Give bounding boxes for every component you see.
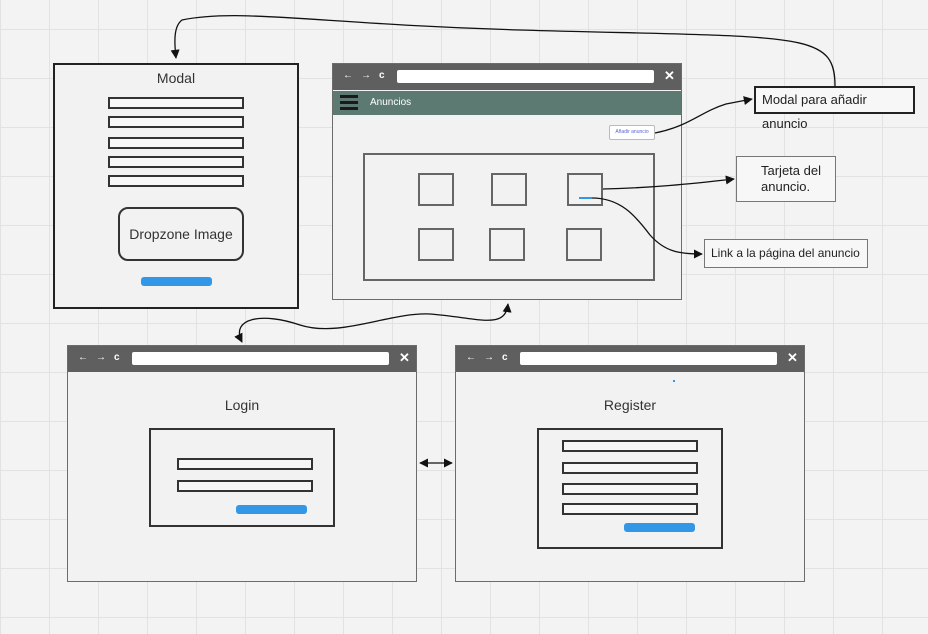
- arrow-addbutton-to-callout: [654, 96, 753, 134]
- register-field-2[interactable]: [562, 462, 698, 474]
- register-title: Register: [603, 397, 657, 413]
- anuncios-grid: [363, 153, 655, 281]
- anuncio-card[interactable]: [489, 228, 525, 261]
- stray-dot: [673, 380, 675, 382]
- login-submit-button[interactable]: [236, 505, 307, 514]
- modal-input-5[interactable]: [108, 175, 244, 187]
- register-field-1[interactable]: [562, 440, 698, 452]
- hamburger-menu-icon[interactable]: [340, 95, 358, 111]
- add-anuncio-button[interactable]: Añadir anuncio: [609, 125, 655, 140]
- address-bar[interactable]: [132, 352, 389, 365]
- modal-input-1[interactable]: [108, 97, 244, 109]
- callout-card: Tarjeta del anuncio.: [736, 156, 836, 202]
- login-username-field[interactable]: [177, 458, 313, 470]
- anuncio-card[interactable]: [566, 228, 602, 261]
- close-icon[interactable]: ✕: [399, 350, 410, 365]
- register-field-3[interactable]: [562, 483, 698, 495]
- anuncio-card[interactable]: [418, 173, 454, 206]
- register-submit-button[interactable]: [624, 523, 695, 532]
- register-field-4[interactable]: [562, 503, 698, 515]
- arrow-link-to-callout: [591, 197, 703, 259]
- callout-link: Link a la página del anuncio: [704, 239, 868, 268]
- forward-arrow-icon[interactable]: →: [96, 352, 106, 363]
- login-title: Login: [224, 397, 260, 413]
- forward-arrow-icon[interactable]: →: [484, 352, 494, 363]
- arrow-card-to-callout: [602, 175, 735, 190]
- callout-modal-add: Modal para añadir anuncio: [754, 86, 915, 131]
- modal-submit-button[interactable]: [141, 277, 212, 286]
- reload-icon[interactable]: c: [379, 70, 385, 81]
- address-bar[interactable]: [397, 70, 654, 83]
- forward-arrow-icon[interactable]: →: [361, 70, 371, 81]
- modal-input-3[interactable]: [108, 137, 244, 149]
- anuncio-card-link[interactable]: [579, 197, 592, 199]
- reload-icon[interactable]: c: [502, 352, 508, 363]
- browser-toolbar: ← → c ✕: [333, 64, 681, 90]
- close-icon[interactable]: ✕: [664, 68, 675, 83]
- reload-icon[interactable]: c: [114, 352, 120, 363]
- anuncio-card[interactable]: [567, 173, 603, 206]
- back-arrow-icon[interactable]: ←: [466, 352, 476, 363]
- browser-toolbar: ← → c ✕: [456, 346, 804, 372]
- anuncio-card[interactable]: [491, 173, 527, 206]
- dropzone-image[interactable]: Dropzone Image: [118, 207, 244, 261]
- modal-input-2[interactable]: [108, 116, 244, 128]
- back-arrow-icon[interactable]: ←: [78, 352, 88, 363]
- anuncios-header: [333, 91, 681, 115]
- modal-title: Modal: [156, 70, 196, 86]
- anuncio-card[interactable]: [418, 228, 454, 261]
- close-icon[interactable]: ✕: [787, 350, 798, 365]
- modal-input-4[interactable]: [108, 156, 244, 168]
- arrow-callout-to-modal: [170, 15, 836, 87]
- back-arrow-icon[interactable]: ←: [343, 70, 353, 81]
- arrow-modal-anuncios: [234, 303, 512, 343]
- anuncios-header-title: Anuncios: [370, 97, 412, 108]
- login-password-field[interactable]: [177, 480, 313, 492]
- address-bar[interactable]: [520, 352, 777, 365]
- browser-toolbar: ← → c ✕: [68, 346, 416, 372]
